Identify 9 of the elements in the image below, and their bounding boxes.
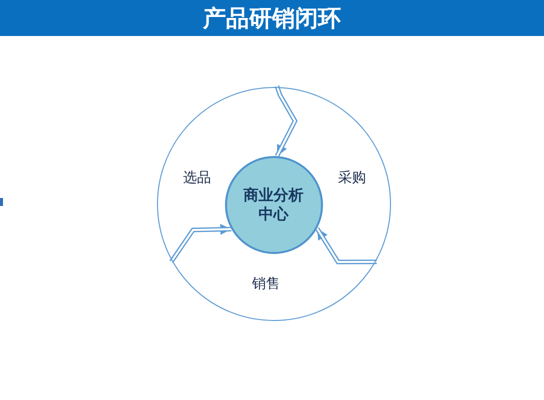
title: 产品研销闭环 <box>203 6 341 30</box>
zigzag-arrow <box>274 85 298 158</box>
node-label: 商业分析中心 <box>244 186 304 224</box>
zigzag-arrow <box>169 224 232 264</box>
segment-label: 采购 <box>338 170 366 184</box>
outer-ring <box>157 87 391 321</box>
zigzag-arrow <box>315 227 377 264</box>
segment-label: 选品 <box>183 170 211 184</box>
segment-label: 销售 <box>252 276 280 290</box>
